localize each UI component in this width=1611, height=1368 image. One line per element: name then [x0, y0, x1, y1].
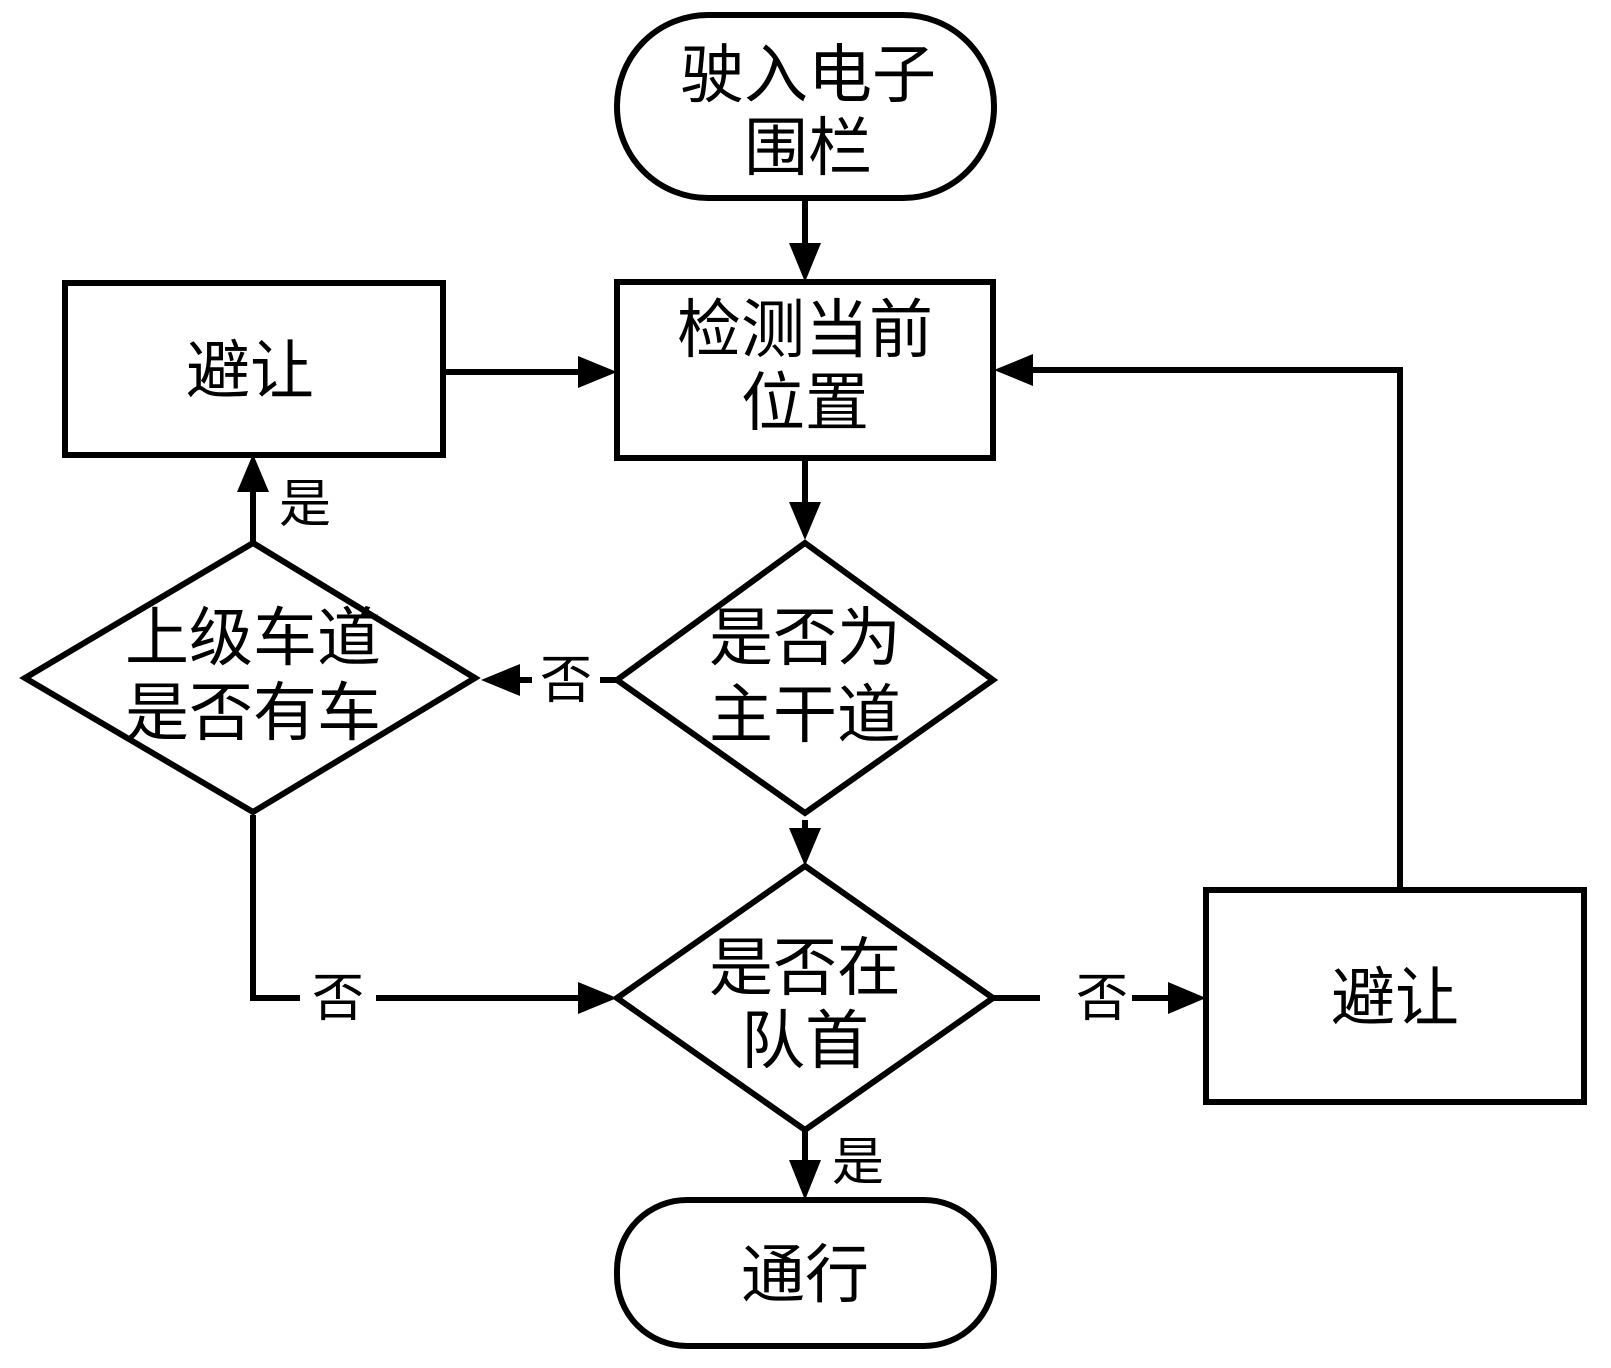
decision-shape — [19, 539, 481, 816]
edge-label-no: 否 — [1076, 969, 1128, 1029]
node-start-line-2: 围栏 — [744, 112, 872, 186]
node-pass-label: 通行 — [741, 1239, 869, 1313]
edge-label-yes: 是 — [279, 475, 331, 535]
edge-yield-left-to-detect — [443, 356, 617, 388]
edge-is-head-yes: 是 — [789, 1130, 884, 1200]
node-upper-lane-line-1: 上级车道 — [125, 602, 381, 676]
node-yield-left: 避让 — [62, 280, 446, 458]
arrowhead-down — [789, 1160, 821, 1200]
node-yield-left-label: 避让 — [186, 335, 314, 409]
arrowhead-down — [789, 828, 821, 866]
node-is-head: 是否在 队首 — [611, 862, 999, 1134]
node-start: 驶入电子 围栏 — [614, 12, 997, 201]
arrowhead-down — [789, 502, 821, 540]
node-start-line-1: 驶入电子 — [680, 39, 936, 113]
process-shape — [1203, 887, 1587, 1105]
process-shape — [62, 280, 446, 458]
node-is-main: 是否为 主干道 — [611, 539, 999, 817]
node-is-head-line-1: 是否在 — [709, 932, 901, 1006]
edge-upper-lane-yes: 是 — [237, 454, 331, 543]
terminal-shape — [614, 12, 997, 201]
edge-is-head-no: 否 — [993, 962, 1206, 1032]
node-is-main-line-2: 主干道 — [709, 679, 901, 753]
arrowhead-right — [1168, 982, 1206, 1014]
arrowhead-up — [237, 454, 269, 492]
edge-label-yes: 是 — [832, 1133, 884, 1193]
arrowhead-left — [481, 664, 520, 696]
arrowhead-right — [578, 356, 617, 388]
edge-start-to-detect — [789, 198, 821, 282]
node-detect-line-2: 位置 — [741, 367, 869, 441]
node-pass: 通行 — [614, 1197, 997, 1349]
node-detect-line-1: 检测当前 — [677, 294, 933, 368]
node-yield-right-label: 避让 — [1331, 962, 1459, 1036]
node-upper-lane: 上级车道 是否有车 — [19, 539, 481, 816]
node-yield-right: 避让 — [1203, 887, 1587, 1105]
arrowhead-right — [578, 982, 617, 1014]
node-is-head-line-2: 队首 — [741, 1005, 869, 1079]
decision-shape — [611, 539, 999, 817]
arrowhead-down — [789, 243, 821, 282]
decision-shape — [611, 862, 999, 1134]
arrowhead-left — [994, 354, 1033, 386]
edge-label-no: 否 — [312, 969, 364, 1029]
process-shape — [614, 279, 996, 461]
edge-upper-lane-no: 否 — [250, 815, 617, 1032]
node-is-main-line-1: 是否为 — [709, 602, 901, 676]
edge-detect-to-is-main — [789, 458, 821, 540]
node-detect: 检测当前 位置 — [614, 279, 996, 461]
edge-is-main-yes — [789, 820, 821, 866]
edge-yield-right-to-detect — [994, 354, 1403, 890]
node-upper-lane-line-2: 是否有车 — [125, 677, 381, 751]
edge-is-main-no: 否 — [481, 645, 617, 711]
terminal-shape — [614, 1197, 997, 1349]
edge-label-no: 否 — [540, 651, 592, 711]
